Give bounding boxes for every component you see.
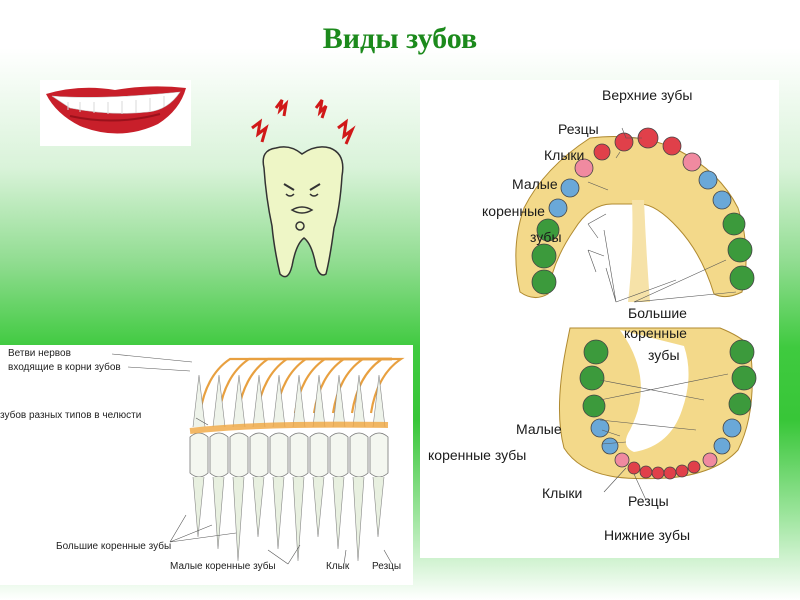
side-tooth-crown [329, 432, 349, 478]
side-upper-tooth-root [292, 374, 306, 428]
incisors-side-label: Резцы [372, 561, 402, 572]
side-upper-tooth-root [332, 374, 346, 428]
nerve-branches-label-line1: Ветви нервов [8, 348, 71, 359]
premolars-label-line3: зубы [530, 229, 562, 245]
upper-tooth-molar [729, 265, 755, 291]
side-tooth-crown [289, 432, 309, 478]
lower-tooth-premolar [601, 437, 619, 455]
lower-tooth-canine [702, 452, 718, 468]
lower-tooth-incisor [651, 466, 665, 480]
side-upper-tooth-root [192, 374, 206, 428]
side-upper-tooth-root [252, 374, 266, 428]
side-tooth-root [312, 476, 325, 538]
upper-teeth-label: Верхние зубы [602, 87, 692, 103]
lower-tooth-molar [583, 339, 609, 365]
incisors-label: Резцы [558, 121, 599, 137]
side-tooth-root [372, 476, 385, 538]
side-upper-tooth-root [372, 374, 386, 428]
side-tooth-root [232, 476, 245, 562]
side-tooth-crown [369, 432, 389, 478]
side-tooth-root [272, 476, 285, 550]
lower-tooth-incisor [687, 460, 701, 474]
side-teeth-row [189, 374, 389, 562]
lower-tooth-incisor [663, 466, 677, 480]
side-upper-tooth-root [352, 374, 366, 428]
cartoon-tooth-pain-icon [246, 98, 358, 286]
nerve-branch [350, 357, 392, 414]
upper-tooth-premolar [548, 198, 568, 218]
side-view-svg [111, 353, 405, 565]
side-tooth-root [332, 476, 345, 550]
jaws-diagram: Верхние зубы Резцы Клыки Малые коренные … [420, 80, 779, 558]
smiling-lips-image [40, 80, 191, 146]
canine-side-label: Клык [326, 561, 350, 572]
side-tooth-root [192, 476, 205, 538]
side-tooth-crown [249, 432, 269, 478]
side-tooth-root [352, 476, 365, 562]
lower-tooth-molar [728, 392, 752, 416]
lower-canines-label: Клыки [542, 485, 583, 501]
side-tooth-root [292, 476, 305, 562]
upper-tooth-premolar [712, 190, 732, 210]
upper-tooth-molar [727, 237, 753, 263]
side-tooth-root [252, 476, 265, 538]
side-tooth-crown [209, 432, 229, 478]
side-tooth-crown [309, 432, 329, 478]
leader-lines [587, 127, 737, 501]
side-upper-tooth-root [212, 374, 226, 428]
lower-tooth-molar [579, 365, 605, 391]
upper-tooth-incisor [662, 136, 682, 156]
molars-label-line1: Большие [628, 305, 687, 321]
lower-premolars-label-line1: Малые [516, 421, 562, 437]
lower-tooth-incisor [675, 464, 689, 478]
lower-tooth-molar [729, 339, 755, 365]
lower-premolars-label-line2: коренные зубы [428, 447, 527, 463]
side-tooth-crown [189, 432, 209, 478]
lower-incisors-label: Резцы [628, 493, 669, 509]
lower-tooth-premolar [590, 418, 610, 438]
side-upper-tooth-root [312, 374, 326, 428]
premolars-label-line1: Малые [512, 176, 558, 192]
teeth-types-label: зубов разных типов в челюсти [0, 410, 142, 421]
lower-teeth-group [579, 339, 757, 480]
upper-tooth-canine [682, 152, 702, 172]
lower-tooth-molar [582, 394, 606, 418]
upper-tooth-premolar [698, 170, 718, 190]
premolars-side-label: Малые коренные зубы [170, 561, 276, 572]
nerve-branches-label-line2: входящие в корни зубов [8, 362, 121, 373]
side-view-teeth-diagram: Ветви нервов входящие в корни зубов зубо… [0, 345, 413, 585]
side-tooth-crown [269, 432, 289, 478]
lower-tooth-incisor [639, 465, 653, 479]
upper-tooth-incisor [614, 132, 634, 152]
side-upper-tooth-root [272, 374, 286, 428]
upper-tooth-incisor [593, 143, 611, 161]
lower-tooth-premolar [722, 418, 742, 438]
side-tooth-root [212, 476, 225, 550]
nerve-branch [331, 357, 392, 414]
molars-label-line3: зубы [648, 347, 680, 363]
lower-tooth-molar [731, 365, 757, 391]
upper-tooth-canine [574, 158, 594, 178]
lower-tooth-incisor [627, 461, 641, 475]
canines-label: Клыки [544, 147, 585, 163]
side-leader-lines [111, 353, 393, 565]
lower-teeth-label: Нижние зубы [604, 527, 691, 543]
upper-teeth-group [531, 127, 755, 295]
page-title: Виды зубов [322, 22, 478, 55]
lower-tooth-canine [614, 452, 630, 468]
side-upper-tooth-root [232, 374, 246, 428]
premolars-label-line2: коренные [482, 203, 545, 219]
molars-label-line2: коренные [624, 325, 687, 341]
upper-tooth-molar [531, 269, 557, 295]
upper-tooth-molar [536, 218, 560, 242]
upper-tooth-molar [722, 212, 746, 236]
upper-tooth-premolar [560, 178, 580, 198]
jaws-svg: Верхние зубы [515, 87, 757, 501]
lower-tooth-premolar [713, 437, 731, 455]
molars-side-label: Большие коренные зубы [56, 541, 172, 552]
nerve-branch [369, 357, 405, 414]
upper-tooth-molar [531, 243, 557, 269]
side-tooth-crown [229, 432, 249, 478]
side-tooth-crown [349, 432, 369, 478]
